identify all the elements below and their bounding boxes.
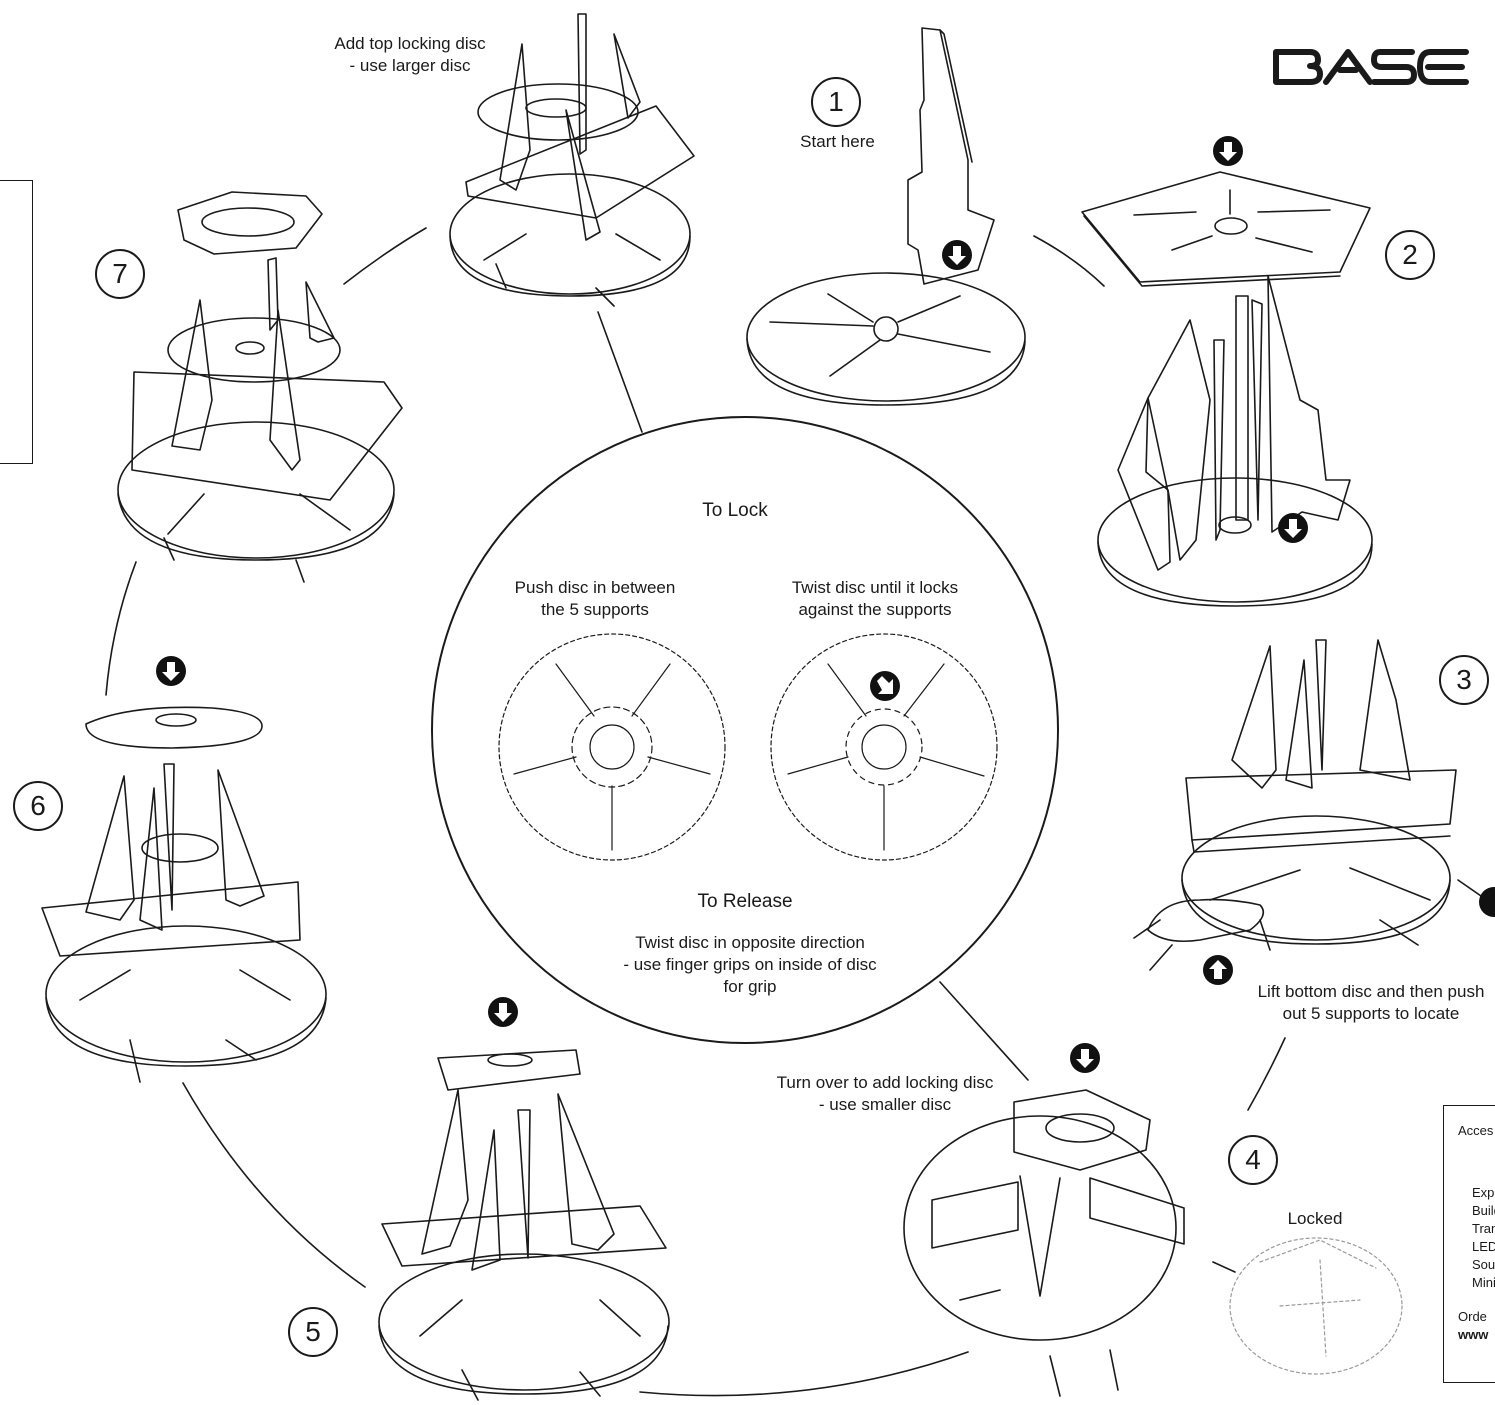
down-arrow-icon — [1070, 1043, 1100, 1073]
release-instruction: Twist disc in opposite direction - use f… — [590, 932, 910, 998]
step3-label: Lift bottom disc and then push out 5 sup… — [1246, 981, 1495, 1025]
push-instruction: Push disc in between the 5 supports — [480, 577, 710, 621]
accessories-list: Expa Build Trans LED L Soun Mini- — [1444, 1184, 1495, 1292]
accessories-box: Acces Expa Build Trans LED L Soun Mini- … — [1443, 1105, 1495, 1383]
step7-label: Add top locking disc - use larger disc — [310, 33, 510, 77]
order-text: Orde — [1444, 1308, 1495, 1326]
step-number-1: 1 — [811, 77, 861, 127]
connector-lines — [106, 228, 1285, 1396]
accessories-heading: Acces — [1444, 1122, 1495, 1140]
step4-label: Turn over to add locking disc - use smal… — [755, 1072, 1015, 1116]
accessory-item: Mini- — [1458, 1274, 1495, 1292]
step7-illustration — [118, 192, 402, 582]
brand-logo — [1276, 52, 1466, 82]
step1-label: Start here — [770, 131, 905, 153]
step-number-2: 2 — [1385, 230, 1435, 280]
step1-illustration — [747, 28, 1025, 405]
order-url[interactable]: www — [1444, 1326, 1495, 1344]
step2-illustration — [1082, 172, 1372, 606]
step5-illustration — [379, 1050, 669, 1400]
lock-disc-twist — [771, 634, 997, 860]
left-info-box — [0, 180, 33, 464]
step-number-3: 3 — [1439, 655, 1489, 705]
lock-disc-push — [499, 634, 725, 860]
step-number-5: 5 — [288, 1307, 338, 1357]
step-number-6: 6 — [13, 781, 63, 831]
step-number-4: 4 — [1228, 1135, 1278, 1185]
release-title: To Release — [645, 891, 845, 913]
accessory-item: LED L — [1458, 1238, 1495, 1256]
accessory-item: Build — [1458, 1202, 1495, 1220]
step-number-7: 7 — [95, 249, 145, 299]
accessory-item: Expa — [1458, 1184, 1495, 1202]
down-arrow-icon — [1213, 136, 1243, 166]
down-arrow-icon — [156, 656, 186, 686]
accessory-item: Soun — [1458, 1256, 1495, 1274]
down-arrow-icon — [942, 240, 972, 270]
diagonal-arrow-icon — [870, 671, 900, 701]
step4-illustration — [904, 1090, 1402, 1396]
diagonal-arrow-icon — [1479, 887, 1495, 917]
down-arrow-icon — [488, 997, 518, 1027]
lock-title: To Lock — [645, 500, 825, 522]
down-arrow-icon — [1278, 513, 1308, 543]
step4-locked-label: Locked — [1270, 1208, 1360, 1230]
step6-illustration — [42, 707, 326, 1082]
accessory-item: Trans — [1458, 1220, 1495, 1238]
up-arrow-icon — [1203, 955, 1233, 985]
twist-instruction: Twist disc until it locks against the su… — [760, 577, 990, 621]
